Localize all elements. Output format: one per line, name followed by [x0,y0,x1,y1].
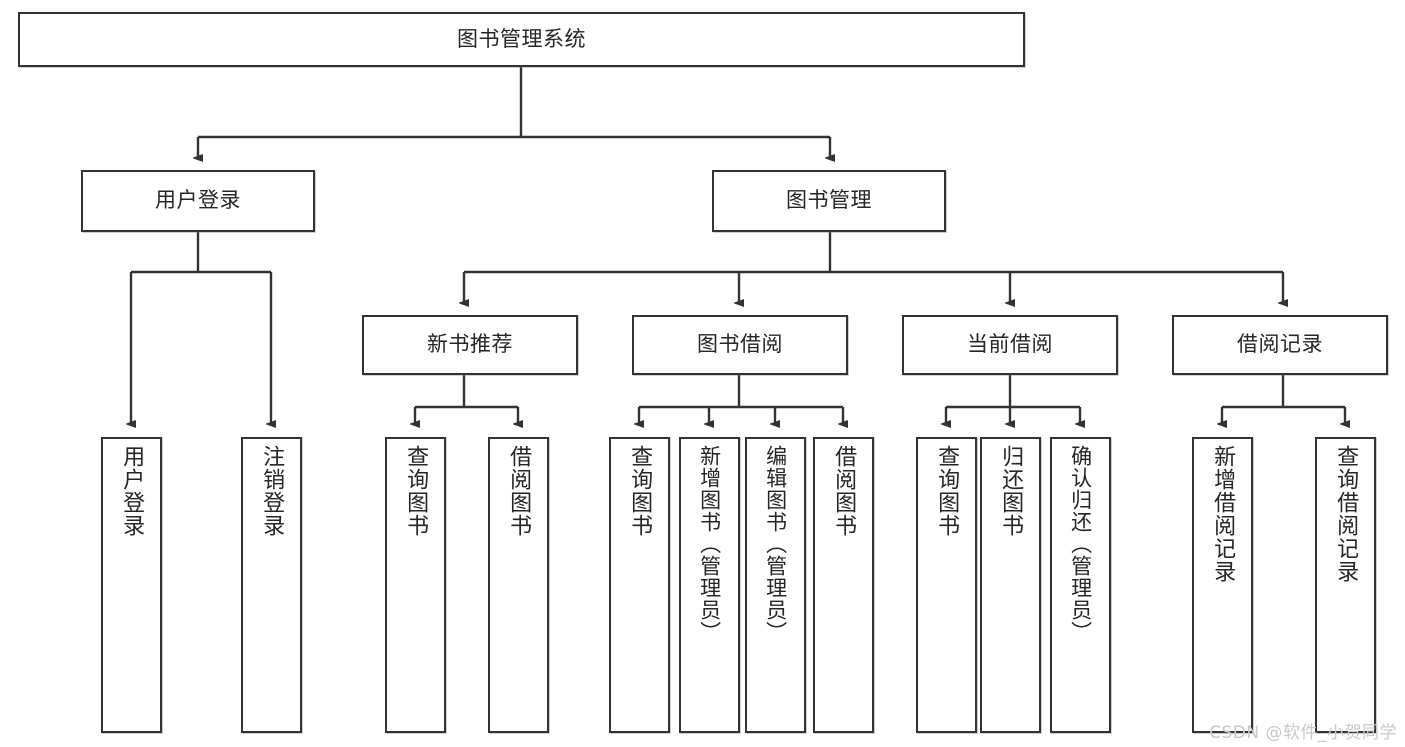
node-root[interactable]: 图书管理系统 [18,12,1025,67]
node-user-login[interactable]: 用户登录 [81,170,315,232]
node-borrow-record[interactable]: 借阅记录 [1172,315,1388,375]
leaf-edit-book-label: 编辑图书（管理员） [763,445,788,643]
leaf-query-book-3-label: 查询图书 [934,445,960,537]
node-book-borrow-label: 图书借阅 [697,332,783,357]
leaf-return-book-label: 归还图书 [998,445,1024,537]
leaf-query-record[interactable]: 查询借阅记录 [1315,437,1376,733]
leaf-add-record[interactable]: 新增借阅记录 [1192,437,1253,733]
leaf-query-book-1[interactable]: 查询图书 [385,437,446,733]
leaf-user-login-label: 用户登录 [119,445,145,537]
leaf-add-record-label: 新增借阅记录 [1210,445,1236,583]
node-current-borrow[interactable]: 当前借阅 [902,315,1118,375]
node-new-book-recommend[interactable]: 新书推荐 [362,315,578,375]
leaf-add-book-label: 新增图书（管理员） [697,445,722,643]
node-book-borrow[interactable]: 图书借阅 [632,315,848,375]
leaf-query-book-2-label: 查询图书 [627,445,653,537]
leaf-logout[interactable]: 注销登录 [241,437,302,733]
node-new-book-recommend-label: 新书推荐 [427,332,513,357]
node-book-manage[interactable]: 图书管理 [712,170,946,232]
leaf-query-book-3[interactable]: 查询图书 [916,437,977,733]
node-book-manage-label: 图书管理 [786,188,872,213]
leaf-confirm-return[interactable]: 确认归还（管理员） [1050,437,1111,733]
leaf-confirm-return-label: 确认归还（管理员） [1068,445,1093,643]
leaf-return-book[interactable]: 归还图书 [980,437,1041,733]
node-user-login-label: 用户登录 [155,188,241,213]
leaf-edit-book[interactable]: 编辑图书（管理员） [745,437,806,733]
leaf-borrow-book-2[interactable]: 借阅图书 [813,437,874,733]
leaf-query-book-2[interactable]: 查询图书 [609,437,670,733]
node-borrow-record-label: 借阅记录 [1237,332,1323,357]
leaf-user-login[interactable]: 用户登录 [101,437,162,733]
leaf-borrow-book-2-label: 借阅图书 [831,445,857,537]
leaf-borrow-book-1[interactable]: 借阅图书 [488,437,549,733]
leaf-logout-label: 注销登录 [259,445,285,537]
leaf-query-record-label: 查询借阅记录 [1333,445,1359,583]
node-current-borrow-label: 当前借阅 [967,332,1053,357]
leaf-borrow-book-1-label: 借阅图书 [506,445,532,537]
leaf-query-book-1-label: 查询图书 [403,445,429,537]
node-root-label: 图书管理系统 [457,26,586,51]
leaf-add-book[interactable]: 新增图书（管理员） [679,437,740,733]
